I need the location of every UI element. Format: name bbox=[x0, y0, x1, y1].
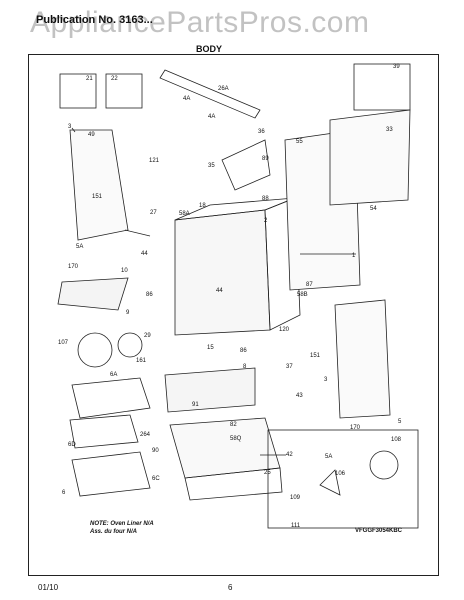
callout-label: 58A bbox=[179, 211, 190, 217]
callout-label: 5A bbox=[325, 454, 332, 460]
note-line-1: NOTE: Oven Liner N/A bbox=[90, 521, 154, 527]
callout-label: 25 bbox=[264, 470, 271, 476]
callout-label: 6D bbox=[68, 442, 76, 448]
callout-label: 1 bbox=[352, 253, 356, 259]
callout-label: 4A bbox=[208, 114, 215, 120]
callout-label: 18 bbox=[199, 203, 206, 209]
callout-label: 108 bbox=[391, 437, 402, 443]
callout-label: 5 bbox=[398, 419, 402, 425]
callout-label: 106 bbox=[335, 471, 346, 477]
callout-label: 15 bbox=[207, 345, 214, 351]
oven-bottom bbox=[164, 367, 256, 413]
callout-label: 91 bbox=[192, 402, 199, 408]
callout-label: 3 bbox=[324, 377, 328, 383]
publication-header: Publication No. 3163... bbox=[36, 14, 153, 26]
rack-6A bbox=[71, 377, 151, 419]
callout-label: 58B bbox=[297, 292, 308, 298]
callout-label: 39 bbox=[393, 64, 400, 70]
callout-label: 161 bbox=[136, 358, 147, 364]
part-39-box bbox=[353, 63, 411, 111]
drawing-code: VFGGF3054KBC bbox=[355, 528, 403, 534]
note-line-2: Ass. du four N/A bbox=[90, 529, 138, 535]
callout-label: 121 bbox=[149, 158, 160, 164]
part-22-box bbox=[105, 73, 143, 109]
callout-label: 43 bbox=[296, 393, 303, 399]
callout-label: 33 bbox=[386, 127, 393, 133]
callout-label: 151 bbox=[92, 194, 103, 200]
footer-page: 6 bbox=[228, 583, 233, 592]
storage-drawer bbox=[169, 417, 281, 479]
note: NOTE: Oven Liner N/A Ass. du four N/A bbox=[90, 520, 154, 536]
callout-label: 44 bbox=[141, 251, 148, 257]
callout-label: 26A bbox=[218, 86, 229, 92]
callout-label: 5A bbox=[76, 244, 83, 250]
callout-label: 89 bbox=[262, 156, 269, 162]
callout-label: 109 bbox=[290, 495, 301, 501]
convection-element bbox=[117, 332, 143, 358]
oven-cavity bbox=[174, 209, 271, 336]
callout-label: 6 bbox=[62, 490, 66, 496]
callout-label: 36 bbox=[258, 129, 265, 135]
rear-panel-33 bbox=[329, 109, 411, 206]
callout-label: 9 bbox=[126, 310, 130, 316]
part-21-box bbox=[59, 73, 97, 109]
broil-pan bbox=[57, 277, 129, 311]
callout-label: 264 bbox=[140, 432, 151, 438]
watermark: AppliancePartsPros.com bbox=[30, 6, 370, 39]
callout-label: 170 bbox=[350, 425, 361, 431]
callout-label: 42 bbox=[286, 452, 293, 458]
callout-label: 2 bbox=[264, 218, 268, 224]
rack-6 bbox=[71, 451, 151, 497]
callout-label: 27 bbox=[150, 210, 157, 216]
callout-label: 86 bbox=[146, 292, 153, 298]
callout-label: 120 bbox=[279, 327, 290, 333]
fan-blade bbox=[319, 469, 341, 496]
right-side-panel bbox=[334, 299, 391, 419]
callout-label: 35 bbox=[208, 163, 215, 169]
callout-label: 82 bbox=[230, 422, 237, 428]
convection-motor bbox=[369, 450, 399, 480]
rack-6D bbox=[69, 414, 139, 449]
drawer-front bbox=[184, 467, 283, 501]
callout-label: 6A bbox=[110, 372, 117, 378]
callout-label: 4A bbox=[183, 96, 190, 102]
callout-label: 22 bbox=[111, 76, 118, 82]
cavity-right bbox=[264, 197, 301, 331]
callout-label: 44 bbox=[216, 288, 223, 294]
callout-label: 10 bbox=[121, 268, 128, 274]
section-title: BODY bbox=[196, 44, 223, 54]
callout-label: 87 bbox=[306, 282, 313, 288]
callout-label: 29 bbox=[144, 333, 151, 339]
callout-label: 21 bbox=[86, 76, 93, 82]
diagram-frame bbox=[28, 54, 439, 576]
callout-label: 54 bbox=[370, 206, 377, 212]
callout-label: 90 bbox=[152, 448, 159, 454]
callout-label: 86 bbox=[240, 348, 247, 354]
callout-label: 151 bbox=[310, 353, 321, 359]
parts-box-108 bbox=[267, 429, 419, 529]
callout-label: 3 bbox=[68, 124, 72, 130]
vent-chute bbox=[221, 139, 271, 191]
footer-date: 01/10 bbox=[38, 583, 59, 592]
callout-label: 55 bbox=[296, 139, 303, 145]
callout-label: 88 bbox=[262, 196, 269, 202]
callout-label: 170 bbox=[68, 264, 79, 270]
callout-label: 49 bbox=[88, 132, 95, 138]
callout-label: 58Q bbox=[230, 436, 242, 442]
callout-label: 6C bbox=[152, 476, 160, 482]
top-bracket bbox=[159, 69, 261, 119]
fan-housing bbox=[77, 332, 113, 368]
left-side-panel bbox=[69, 129, 129, 241]
callout-label: 8 bbox=[243, 364, 247, 370]
callout-label: 37 bbox=[286, 364, 293, 370]
callout-label: 107 bbox=[58, 340, 69, 346]
callout-label: 111 bbox=[291, 523, 301, 529]
